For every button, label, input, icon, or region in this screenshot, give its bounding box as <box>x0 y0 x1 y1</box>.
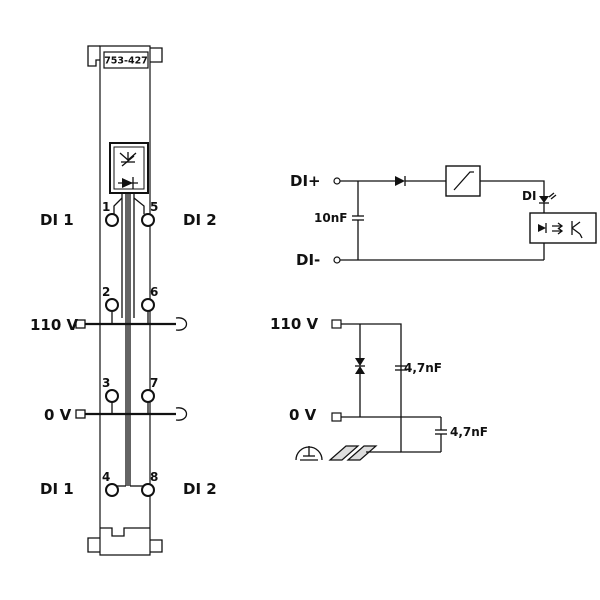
label-0v-left: 0 V <box>44 406 72 424</box>
ground-icon <box>295 446 323 461</box>
terminal-number-3: 3 <box>102 376 110 390</box>
terminal-3 <box>105 389 119 403</box>
opto-symbol-box <box>109 142 149 194</box>
terminal-number-1: 1 <box>102 200 110 214</box>
terminal-8 <box>141 483 155 497</box>
label-di2-top: DI 2 <box>183 211 217 229</box>
terminal-group <box>105 213 155 497</box>
label-110v-right: 110 V <box>270 315 319 333</box>
terminal-number-7: 7 <box>150 376 158 390</box>
label-0v-right: 0 V <box>289 406 317 424</box>
terminal-4 <box>105 483 119 497</box>
label-110v-left: 110 V <box>30 316 79 334</box>
label-di1-bottom: DI 1 <box>40 480 74 498</box>
terminal-2 <box>105 298 119 312</box>
label-capacitor-4-7nf-1: 4,7nF <box>404 361 442 375</box>
module-labels: DI 1 DI 2 110 V 0 V DI 1 DI 2 <box>30 211 217 498</box>
terminal-0v-connector <box>75 409 86 419</box>
terminal-7 <box>141 389 155 403</box>
label-di-plus: DI+ <box>290 172 321 190</box>
input-circuit: DI+ DI- 10nF DI <box>290 165 597 269</box>
power-rails <box>84 312 188 421</box>
terminal-number-6: 6 <box>150 285 158 299</box>
regulator-box <box>445 165 481 197</box>
terminal-number-8: 8 <box>150 470 158 484</box>
bus-wires <box>112 193 145 487</box>
terminal-number-5: 5 <box>150 200 158 214</box>
rail-contact-icon <box>328 445 401 461</box>
label-led-di: DI <box>522 189 536 203</box>
label-capacitor-10nf: 10nF <box>314 211 347 225</box>
terminal-6 <box>141 298 155 312</box>
label-di1-top: DI 1 <box>40 211 74 229</box>
terminal-1 <box>105 213 119 227</box>
label-di-minus: DI- <box>296 251 320 269</box>
supply-circuit: 110 V 0 V 4,7nF 4,7nF <box>270 315 488 461</box>
part-number: 753-427 <box>104 56 148 67</box>
label-di2-bottom: DI 2 <box>183 480 217 498</box>
terminal-110v-connector <box>75 319 86 329</box>
terminal-number-2: 2 <box>102 285 110 299</box>
terminal-number-4: 4 <box>102 470 110 484</box>
label-capacitor-4-7nf-2: 4,7nF <box>450 425 488 439</box>
terminal-numbers: 1 5 2 6 3 7 4 8 <box>102 200 158 484</box>
part-number-box: 753-427 <box>103 51 149 69</box>
terminal-5 <box>141 213 155 227</box>
